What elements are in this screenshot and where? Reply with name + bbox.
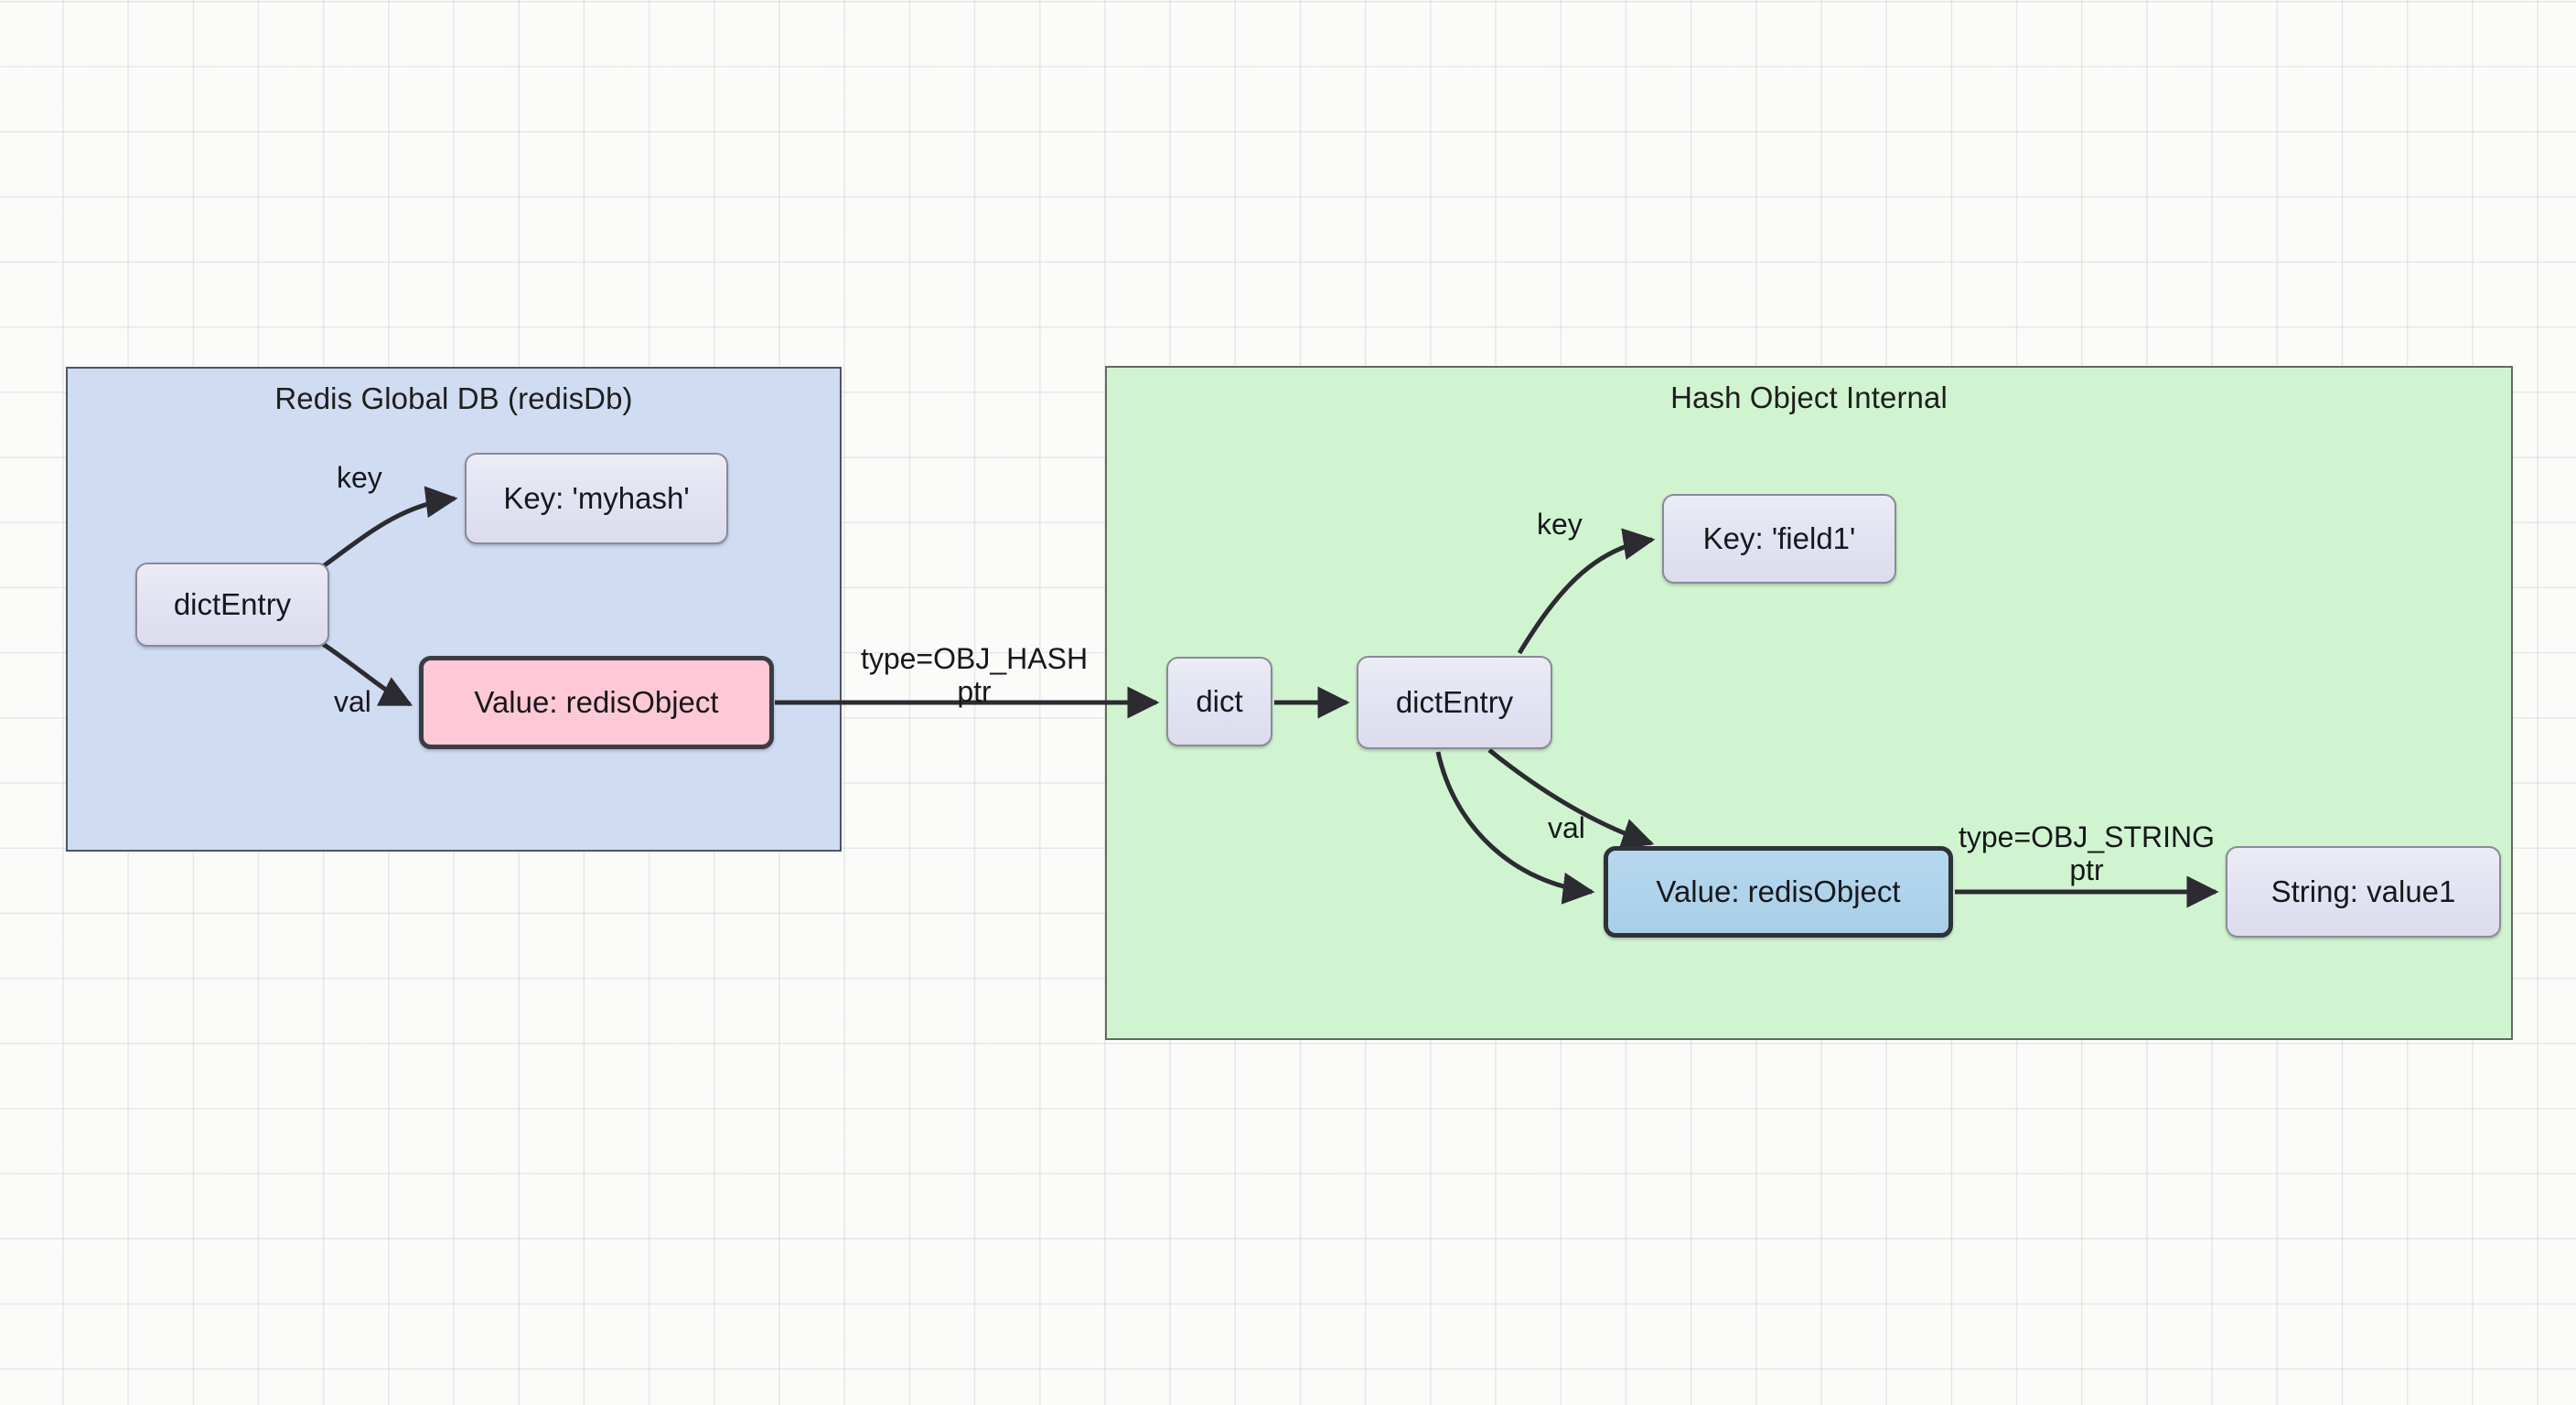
- node-hash-value-redisobject[interactable]: Value: redisObject: [1604, 846, 1953, 938]
- node-hash-dictentry-label: dictEntry: [1395, 684, 1514, 719]
- edge-label-type-obj-hash: type=OBJ_HASH ptr: [842, 642, 1107, 709]
- edge-label-type-obj-hash-line2: ptr: [957, 674, 992, 708]
- edge-label-type-obj-string-line2: ptr: [2069, 853, 2104, 886]
- edge-label-db-key: key: [337, 461, 382, 495]
- node-hash-dictentry[interactable]: dictEntry: [1357, 656, 1552, 749]
- node-hash-string-value1-label: String: value1: [2270, 874, 2456, 908]
- node-db-value-redisobject-label: Value: redisObject: [474, 684, 719, 719]
- node-hash-key-field1-label: Key: 'field1': [1702, 520, 1856, 555]
- edge-label-db-val: val: [334, 685, 371, 719]
- node-db-key-myhash[interactable]: Key: 'myhash': [465, 453, 728, 544]
- node-db-value-redisobject[interactable]: Value: redisObject: [419, 656, 774, 749]
- node-hash-key-field1[interactable]: Key: 'field1': [1662, 494, 1896, 584]
- cluster-hash-object-internal[interactable]: Hash Object Internal: [1105, 366, 2513, 1040]
- node-db-dictentry-label: dictEntry: [173, 586, 292, 621]
- edge-label-db-val-text: val: [334, 685, 371, 718]
- node-hash-string-value1[interactable]: String: value1: [2226, 846, 2501, 938]
- edge-label-hash-key-text: key: [1537, 508, 1583, 541]
- edge-label-type-obj-hash-line1: type=OBJ_HASH: [860, 642, 1089, 675]
- edge-label-hash-val-text: val: [1548, 811, 1585, 844]
- node-db-dictentry[interactable]: dictEntry: [135, 563, 329, 647]
- edge-label-hash-val: val: [1548, 811, 1585, 845]
- edge-label-hash-key: key: [1537, 508, 1583, 542]
- node-hash-dict[interactable]: dict: [1166, 657, 1272, 746]
- edge-label-type-obj-string-line1: type=OBJ_STRING: [1958, 820, 2216, 853]
- node-hash-value-redisobject-label: Value: redisObject: [1656, 874, 1901, 908]
- edge-label-type-obj-string: type=OBJ_STRING ptr: [1945, 820, 2228, 887]
- node-db-key-myhash-label: Key: 'myhash': [503, 480, 690, 515]
- cluster-hash-object-internal-title: Hash Object Internal: [1670, 381, 1948, 414]
- edge-label-db-key-text: key: [337, 461, 382, 494]
- node-hash-dict-label: dict: [1196, 683, 1243, 718]
- cluster-redis-global-db-title: Redis Global DB (redisDb): [274, 381, 633, 415]
